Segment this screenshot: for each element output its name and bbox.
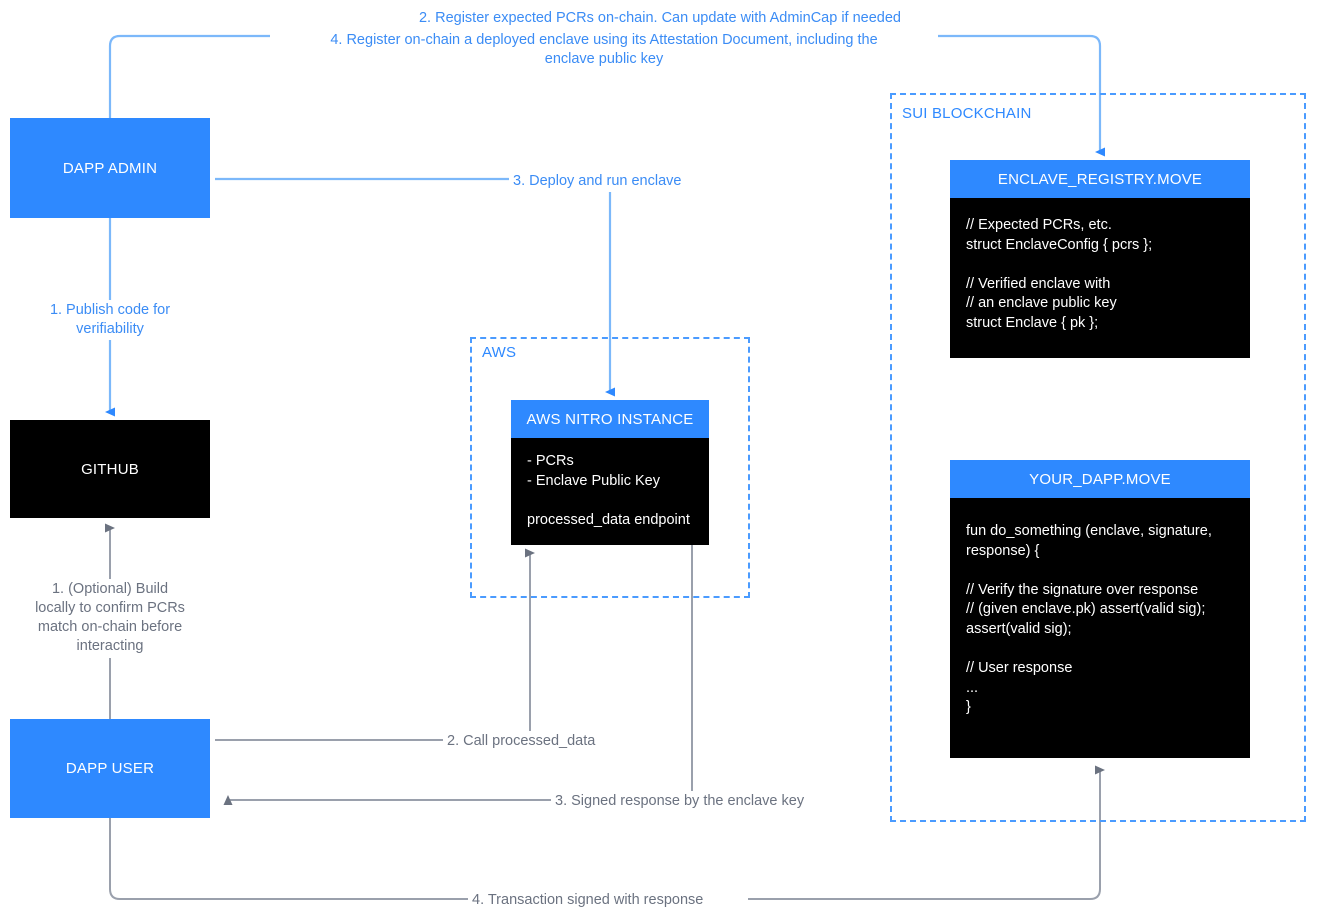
node-enclave-registry-move[interactable]: ENCLAVE_REGISTRY.MOVE // Expected PCRs, … (950, 160, 1250, 358)
node-aws-nitro-instance[interactable]: AWS NITRO INSTANCE - PCRs - Enclave Publ… (511, 400, 709, 545)
edge-label-publish-code: 1. Publish code for verifiability (25, 300, 195, 341)
edge-label-call-processed-data: 2. Call processed_data (443, 731, 623, 753)
node-your-dapp-move-body: fun do_something (enclave, signature, re… (950, 498, 1250, 758)
node-aws-nitro-instance-title: AWS NITRO INSTANCE (511, 400, 709, 438)
node-enclave-registry-move-title: ENCLAVE_REGISTRY.MOVE (950, 160, 1250, 198)
node-aws-nitro-instance-body: - PCRs - Enclave Public Key processed_da… (511, 438, 709, 545)
edge-label-register-pcrs: 2. Register expected PCRs on-chain. Can … (300, 8, 1020, 30)
edge-label-build-locally: 1. (Optional) Build locally to confirm P… (17, 579, 203, 658)
node-github[interactable]: GITHUB (10, 420, 210, 518)
node-your-dapp-move-title: YOUR_DAPP.MOVE (950, 460, 1250, 498)
node-enclave-registry-move-body: // Expected PCRs, etc. struct EnclaveCon… (950, 198, 1250, 358)
node-dapp-user[interactable]: DAPP USER (10, 719, 210, 818)
group-aws (470, 337, 750, 598)
node-dapp-user-label: DAPP USER (65, 760, 155, 777)
edge-label-transaction-signed: 4. Transaction signed with response (468, 890, 748, 912)
node-dapp-admin-label: DAPP ADMIN (62, 159, 158, 177)
edge-label-deploy-run-enclave: 3. Deploy and run enclave (509, 171, 719, 193)
edge-label-register-enclave: 4. Register on-chain a deployed enclave … (270, 30, 938, 71)
node-github-label: GITHUB (81, 460, 139, 478)
node-your-dapp-move[interactable]: YOUR_DAPP.MOVE fun do_something (enclave… (950, 460, 1250, 758)
node-dapp-admin[interactable]: DAPP ADMIN (10, 118, 210, 218)
group-sui-blockchain (890, 93, 1306, 822)
group-sui-blockchain-label: SUI BLOCKCHAIN (898, 105, 1036, 122)
group-aws-label: AWS (478, 344, 521, 361)
edge-label-signed-response: 3. Signed response by the enclave key (551, 791, 841, 813)
